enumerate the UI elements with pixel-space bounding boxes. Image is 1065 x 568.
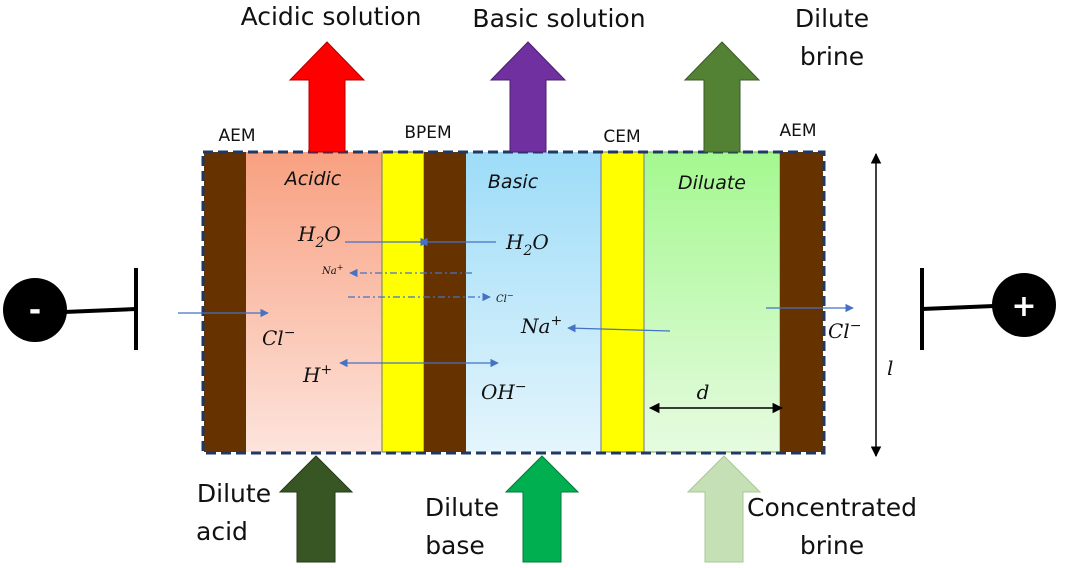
cem-membrane xyxy=(600,151,645,453)
h2o-base-side: H2O xyxy=(505,230,549,259)
na-base-label: Na+ xyxy=(520,313,562,338)
cl-small-label: Cl− xyxy=(496,291,514,305)
h-acid-label: H+ xyxy=(302,362,332,387)
h2o-acid-side: H2O xyxy=(297,222,341,251)
concentrated-brine-label-line2: brine xyxy=(800,531,864,560)
basic-compartment-label: Basic xyxy=(488,171,539,193)
aem-right-label: AEM xyxy=(779,121,816,141)
dilute-acid-label-line1: Dilute xyxy=(197,479,271,508)
na-into-base-arrow xyxy=(567,324,671,333)
oh-base-label: OH− xyxy=(481,379,527,404)
dilute-brine-label-line1: Dilute xyxy=(795,4,869,33)
basic-compartment xyxy=(466,152,601,452)
positive-terminal xyxy=(992,273,1056,337)
negative-terminal xyxy=(3,278,67,342)
cl-right-label: Cl− xyxy=(828,318,861,343)
negative-terminal-sign: - xyxy=(29,293,41,328)
bpem-brown-layer xyxy=(424,152,466,452)
dilute-base-arrow-up xyxy=(504,455,580,563)
basic-solution-arrow-up xyxy=(489,41,567,153)
acidic-compartment xyxy=(246,152,382,452)
d-dimension-label: d xyxy=(697,380,710,404)
dilute-brine-arrow-up xyxy=(683,41,761,153)
stack-outline xyxy=(201,150,826,455)
diluate-compartment xyxy=(643,151,781,453)
dilute-brine-label-line2: brine xyxy=(800,42,864,71)
negative-electrode-wire xyxy=(63,307,137,314)
cl-acid-label: Cl− xyxy=(262,325,295,350)
bpem-label: BPEM xyxy=(404,123,451,143)
dilute-base-label-line1: Dilute xyxy=(425,493,499,522)
dilute-base-label-line2: base xyxy=(425,531,485,560)
aem-right-membrane xyxy=(780,152,823,452)
acidic-compartment-label: Acidic xyxy=(283,168,342,190)
diluate-compartment-label: Diluate xyxy=(678,172,746,194)
basic-solution-label: Basic solution xyxy=(472,4,645,33)
bpem-yellow-layer xyxy=(381,151,425,453)
dilute-acid-label-line2: acid xyxy=(196,517,248,546)
l-dimension-label: l xyxy=(887,356,893,380)
cem-label: CEM xyxy=(603,127,640,147)
dilute-acid-arrow-up xyxy=(278,455,354,563)
aem-left-membrane xyxy=(204,152,246,452)
aem-left-label: AEM xyxy=(218,126,255,146)
positive-electrode-wire xyxy=(921,304,995,311)
concentrated-brine-arrow-up xyxy=(686,455,762,563)
acidic-solution-arrow-up xyxy=(288,41,366,153)
acidic-solution-label: Acidic solution xyxy=(241,2,422,31)
positive-terminal-sign: + xyxy=(1011,289,1036,324)
concentrated-brine-label-line1: Concentrated xyxy=(747,493,917,522)
na-small-label: Na+ xyxy=(321,263,343,277)
